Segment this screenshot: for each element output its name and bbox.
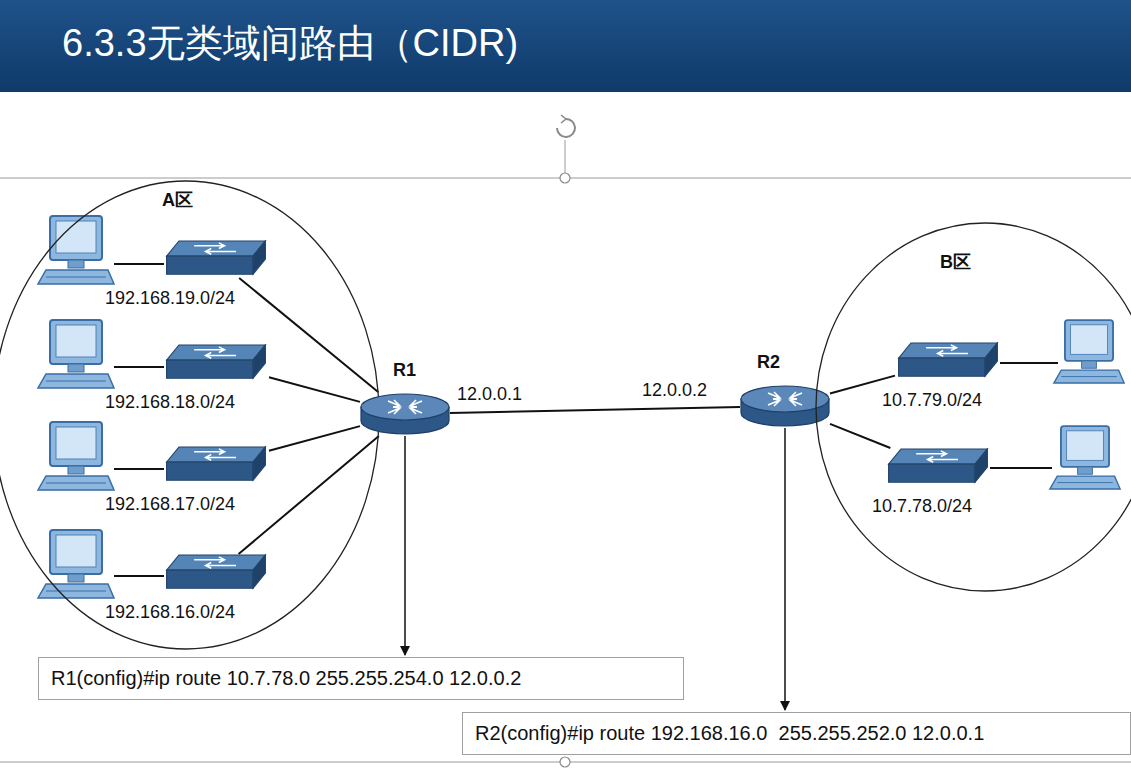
ip-address-label: 12.0.0.1 <box>455 384 524 405</box>
network-switch: 192.168.17.0/24 <box>163 446 269 484</box>
switch-icon <box>163 446 269 484</box>
connector <box>450 407 740 413</box>
connector <box>239 278 378 392</box>
subnet-label: 192.168.18.0/24 <box>105 392 235 413</box>
switch-icon <box>163 554 269 592</box>
switch-icon <box>895 342 1001 380</box>
router: R1 <box>360 392 450 436</box>
connector <box>784 428 786 710</box>
subnet-label: 10.7.78.0/24 <box>872 496 972 517</box>
router-icon <box>360 392 450 436</box>
connector <box>404 436 406 655</box>
network-switch: 192.168.16.0/24 <box>163 554 269 592</box>
subnet-label: 192.168.17.0/24 <box>105 494 235 515</box>
router-name: R2 <box>757 352 780 373</box>
switch-icon <box>163 240 269 278</box>
ip-address-label: 12.0.0.2 <box>640 380 709 401</box>
network-switch: 10.7.79.0/24 <box>895 342 1001 380</box>
subnet-label: 192.168.16.0/24 <box>105 602 235 623</box>
network-switch: 10.7.78.0/24 <box>885 448 991 486</box>
region-label: B区 <box>940 250 971 274</box>
region-label: A区 <box>162 188 193 212</box>
command-text: R2(config)#ip route 192.168.16.0 255.255… <box>475 722 1118 745</box>
connector <box>269 377 360 402</box>
connector <box>269 426 360 451</box>
command-box: R1(config)#ip route 10.7.78.0 255.255.25… <box>38 657 684 700</box>
switch-icon <box>163 344 269 382</box>
subnet-label: 10.7.79.0/24 <box>882 390 982 411</box>
subnet-label: 192.168.19.0/24 <box>105 288 235 309</box>
region-ellipse: B区 10.7.79.0/24 10.7.78.0/24 <box>815 222 1131 592</box>
region-ellipse: A区 192.168.19.0/24 192.168.18.0/24 192.168.… <box>0 180 380 650</box>
switch-icon <box>885 448 991 486</box>
router-name: R1 <box>393 360 416 381</box>
command-text: R1(config)#ip route 10.7.78.0 255.255.25… <box>51 667 671 690</box>
slide-title: 6.3.3无类域间路由（CIDR) <box>62 18 518 69</box>
command-box: R2(config)#ip route 192.168.16.0 255.255… <box>462 712 1131 755</box>
network-switch: 192.168.18.0/24 <box>163 344 269 382</box>
connector <box>830 424 890 448</box>
network-switch: 192.168.19.0/24 <box>163 240 269 278</box>
